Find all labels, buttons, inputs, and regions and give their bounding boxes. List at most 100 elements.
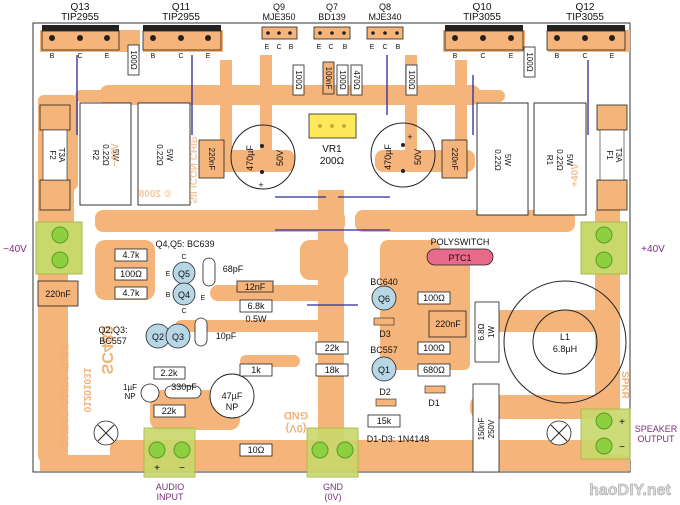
transistor-q9: Q9 MJE350 E C B — [261, 2, 298, 51]
resistor-22k-mid: 22k — [315, 341, 349, 355]
resistor-label: 680Ω — [423, 365, 445, 375]
cap-label: 10pF — [216, 331, 237, 341]
resistor-470: 470Ω — [350, 64, 363, 96]
resistor-label: 18k — [325, 365, 340, 375]
r1-ref: R1 — [545, 155, 554, 166]
resistor-100-q9: 100Ω — [292, 64, 305, 96]
q7-pin-c: C — [328, 44, 333, 51]
q13-pin-e: E — [105, 53, 110, 60]
q7-pin-b: B — [343, 44, 348, 51]
vr1-value: 200Ω — [320, 156, 345, 167]
q12-pin-b: B — [555, 53, 560, 60]
cap-label: 1µF — [123, 383, 137, 392]
q2-q3-part: BC557 — [99, 336, 127, 346]
q13-pin-b: B — [50, 53, 55, 60]
q9-part: MJE350 — [262, 12, 295, 22]
resistor-6k8: 6.8k0.5W — [239, 299, 273, 324]
resistor-label: 470Ω — [352, 70, 361, 89]
transistor-q1: Q1 — [371, 356, 397, 382]
r2-ref: R2 — [91, 150, 100, 161]
cap-value: 470µF — [245, 145, 255, 171]
r2-value: 0.22Ω — [101, 144, 110, 166]
capacitor-label: 100nF — [324, 67, 333, 90]
cap-label: 330pF — [171, 382, 197, 392]
pin-label: E — [201, 295, 206, 302]
resistor-label: 10Ω — [248, 445, 265, 455]
resistor-label: 100Ω — [129, 50, 138, 69]
q10-ref: Q10 — [473, 2, 492, 13]
cap-12nf: 12nF — [236, 280, 274, 293]
terminal-minus40: −40V — [3, 221, 83, 275]
diode-d2: D2 — [375, 387, 397, 407]
resistor-label: 100Ω — [525, 52, 534, 71]
cap-voltage: 50V — [413, 149, 423, 165]
q9-ref: Q9 — [273, 2, 285, 12]
fuse-f1-rating: T3A — [614, 148, 623, 163]
transistor-q3: Q3 — [165, 323, 191, 349]
q6-part: BC640 — [370, 277, 398, 287]
cap-470uf-right: 470µF 50V + — [370, 122, 436, 188]
q12-pin-c: C — [582, 53, 587, 60]
diode-d1: D1 — [424, 385, 446, 408]
q2-q3-label: Q2,Q3: — [98, 325, 127, 335]
power-resistor-r1: R1 0.22Ω 5W — [533, 102, 587, 216]
speaker-output-label: SPEAKER — [635, 424, 678, 434]
silk-silicon-chip: SILICON CHIP — [187, 136, 198, 204]
q11-pin-c: C — [178, 53, 183, 60]
cap-label: 220nF — [450, 148, 459, 171]
q7-pin-e: E — [317, 44, 322, 51]
resistor-label: 100Ω — [338, 70, 347, 89]
cap-voltage: 50V — [275, 150, 285, 166]
resistor-label: 6.8k — [247, 301, 265, 311]
resistor-label: 22k — [162, 406, 177, 416]
q9-pin-c: C — [276, 44, 281, 51]
resistor-100-q6: 100Ω — [417, 291, 451, 305]
silkscreen-text: SILICON CHIP © 2008 −40V +40V AUDIO AMPL… — [57, 136, 630, 448]
resistor-1k: 1k — [239, 363, 273, 377]
plus40-label: +40V — [641, 244, 665, 255]
q3-label: Q3 — [172, 332, 184, 342]
vr1-ref: VR1 — [322, 144, 342, 155]
q10-pin-b: B — [453, 53, 458, 60]
q1-part: BC557 — [370, 345, 398, 355]
power-resistor-right-1: 0.22Ω 5W — [476, 102, 529, 216]
cap-voltage: 250V — [487, 419, 496, 438]
pin-label: C — [181, 254, 186, 261]
plus-mark: + — [258, 180, 263, 190]
wire-links — [76, 55, 589, 306]
d1-label: D1 — [428, 398, 440, 408]
gnd-label: GND — [323, 482, 344, 492]
silk-0v: (0V) — [285, 422, 306, 434]
q10-part: TIP3055 — [463, 12, 501, 23]
resistor-22k-in: 22k — [153, 404, 186, 418]
cap-220nf-right: 220nF — [428, 310, 467, 338]
q11-ref: Q11 — [172, 2, 191, 13]
q7-part: BD139 — [318, 12, 346, 22]
q8-pin-e: E — [370, 44, 375, 51]
terminal-speaker-output: + − SPEAKER OUTPUT — [580, 408, 678, 460]
q13-ref: Q13 — [71, 2, 90, 13]
q7-ref: Q7 — [326, 2, 338, 12]
transistor-q12: Q12 TIP3055 B C E — [546, 2, 626, 60]
silk-audio-amp: AUDIO AMPLIFIER — [57, 342, 71, 449]
speaker-output-label: OUTPUT — [638, 434, 676, 444]
cap-np: NP — [124, 392, 135, 401]
cap-np: NP — [226, 402, 239, 412]
mounting-hole-left — [93, 420, 119, 446]
transistor-q6: Q6 — [371, 285, 397, 311]
polyswitch-label: POLYSWITCH — [431, 237, 490, 247]
transistor-q11: Q11 TIP2955 B C E — [142, 2, 222, 60]
minus40-label: −40V — [3, 244, 27, 255]
pin-label: E — [166, 271, 171, 278]
cap-label: 68pF — [223, 264, 244, 274]
inductor-l1: L1 6.8µH — [503, 280, 627, 404]
q8-ref: Q8 — [379, 2, 391, 12]
resistor-18k: 18k — [315, 363, 349, 377]
plus-mark: + — [407, 132, 412, 142]
cap-value: 470µF — [383, 144, 393, 170]
q8-pin-c: C — [382, 44, 387, 51]
transistor-q13: Q13 TIP2955 B C E — [41, 2, 120, 60]
